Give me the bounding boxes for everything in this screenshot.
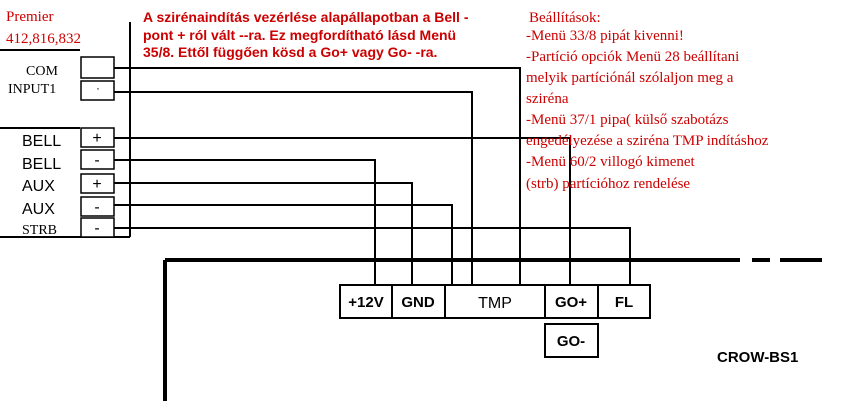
wire-com-tmp [114, 67, 521, 285]
terminal-mark-bell-minus: - [94, 152, 99, 169]
terminal-mark-input1: · [96, 81, 100, 95]
terminal-mark-strb: - [94, 220, 99, 237]
siren-label-12v: +12V [348, 294, 383, 311]
siren-label-gominus: GO- [557, 333, 585, 350]
wire-strb-fl [114, 227, 631, 285]
note-line-1: A szirénaindítás vezérlése alapállapotba… [143, 9, 469, 25]
siren-terminal-gominus [544, 323, 599, 358]
terminal-label-input1: INPUT1 [8, 82, 56, 97]
wire-bell-minus [114, 159, 376, 285]
settings-line-2: -Partíció opciók Menü 28 beállítani [526, 49, 739, 65]
terminal-box-aux-minus [80, 196, 115, 217]
terminal-label-aux-minus: AUX [22, 201, 55, 218]
terminal-label-aux-plus: AUX [22, 178, 55, 195]
terminal-label-bell-minus: BELL [22, 156, 61, 173]
siren-outline [163, 258, 822, 401]
settings-line-4: sziréna [526, 91, 569, 107]
terminal-mark-bell-plus: + [92, 130, 101, 147]
terminal-label-com: COM [26, 64, 58, 79]
settings-line-8: (strb) partícióhoz rendelése [526, 176, 690, 192]
wire-bell-plus-goplus [114, 137, 571, 285]
settings-line-3: melyik partíciónál szólaljon meg a [526, 70, 734, 86]
wires [114, 67, 631, 285]
siren-label-tmp: TMP [478, 295, 512, 312]
note-line-2: pont + ról vált --ra. Ez megfordítható l… [143, 27, 456, 43]
panel-title: Premier [6, 9, 53, 25]
terminal-box-input1 [80, 80, 115, 101]
panel-model-numbers: 412,816,832 [6, 31, 81, 47]
siren-label-fl: FL [615, 294, 633, 311]
terminal-mark-aux-plus: + [92, 176, 101, 193]
settings-line-5: -Menü 37/1 pipa( külső szabotázs [526, 112, 729, 128]
siren-label-gnd: GND [401, 294, 435, 311]
terminal-label-strb: STRB [22, 223, 57, 238]
siren-terminal-fl [597, 284, 651, 319]
wire-aux-plus [114, 182, 413, 285]
settings-line-6: engedélyezése a sziréna TMP indításhoz [526, 133, 769, 149]
settings-title: Beállítások: [529, 10, 601, 26]
terminal-label-bell-plus: BELL [22, 133, 61, 150]
wire-input1-tmp [114, 91, 473, 285]
siren-label-goplus: GO+ [555, 294, 587, 311]
terminal-box-com [80, 56, 115, 79]
note-line-3: 35/8. Ettől függően kösd a Go+ vagy Go- … [143, 44, 437, 60]
terminal-mark-aux-minus: - [94, 199, 99, 216]
settings-line-7: -Menü 60/2 villogó kimenet [526, 154, 696, 170]
settings-line-1: -Menü 33/8 pipát kivenni! [526, 28, 684, 44]
siren-model: CROW-BS1 [717, 349, 798, 366]
